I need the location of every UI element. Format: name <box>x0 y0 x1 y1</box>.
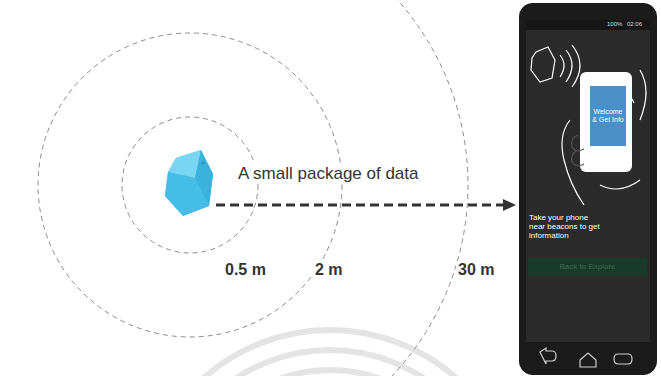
watermark-arcs <box>140 330 520 376</box>
arrow-label: A small package of data <box>236 164 421 184</box>
data-arrow <box>216 199 516 211</box>
beacon <box>165 150 213 216</box>
phone <box>519 3 657 375</box>
node-text: Welcome & Get Info <box>592 108 624 125</box>
back-button: Back to Explore <box>528 258 647 276</box>
range-circles <box>0 0 468 376</box>
distance-label: 2 m <box>313 261 345 279</box>
node-text: Back to Explore <box>559 262 615 272</box>
instruction-text: Take your phone near beacons to get info… <box>529 213 601 241</box>
distance-label: 0.5 m <box>223 261 268 279</box>
battery-level: 100% <box>607 21 622 28</box>
phone-screen-box: Welcome & Get Info <box>590 86 626 146</box>
distance-label: 30 m <box>456 261 496 279</box>
status-time: 02:06 <box>627 21 642 28</box>
